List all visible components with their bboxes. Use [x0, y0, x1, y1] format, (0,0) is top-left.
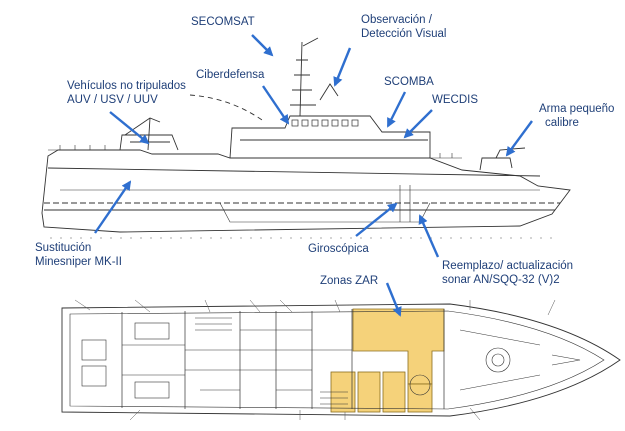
label-scomba: SCOMBA — [384, 76, 434, 88]
label-arma-pequeno-calibre: Arma pequeño calibre — [539, 103, 615, 129]
main-deck-line — [47, 167, 541, 177]
superstructure — [229, 115, 431, 159]
plan-hull-outline — [61, 303, 621, 417]
zar-zone-lower-2 — [357, 371, 381, 413]
label-secomsat: SECOMSAT — [191, 16, 255, 28]
label-ciberdefensa: Ciberdefensa — [196, 69, 265, 81]
label-observacion: Observación / Detección Visual — [361, 14, 447, 40]
label-vehiculos-no-tripulados: Vehículos no tripulados AUV / USV / UUV — [67, 80, 186, 106]
arrow-zonas — [385, 282, 402, 317]
arrow-reemplazo — [418, 214, 440, 258]
stern-davit — [124, 117, 161, 151]
arrow-scomba — [386, 91, 407, 128]
arrow-wecdis — [403, 109, 433, 139]
label-sustitucion-minesniper: Sustitución Minesniper MK-II — [35, 242, 122, 268]
bridge-windows — [291, 119, 359, 127]
bow-gun-mount — [479, 147, 526, 171]
arrow-giroscopica — [355, 202, 398, 237]
arrow-secomsat — [251, 34, 274, 57]
label-wecdis: WECDIS — [432, 94, 478, 106]
label-giroscopica: Giroscópica — [308, 243, 369, 255]
arrow-arma — [505, 120, 533, 157]
arrow-vehiculos — [109, 111, 150, 145]
label-zonas-zar: Zonas ZAR — [320, 275, 379, 287]
label-reemplazo-sonar: Reemplazo/ actualización sonar AN/SQQ-32… — [442, 260, 574, 286]
arrow-sustitucion — [94, 180, 132, 234]
zar-zones — [330, 308, 445, 413]
zar-zone-lower-3 — [382, 371, 406, 413]
zar-zone-lower-4 — [407, 383, 433, 413]
arrow-ciberdefensa — [262, 85, 290, 125]
main-mast — [290, 37, 319, 117]
arrow-observacion — [333, 47, 352, 87]
